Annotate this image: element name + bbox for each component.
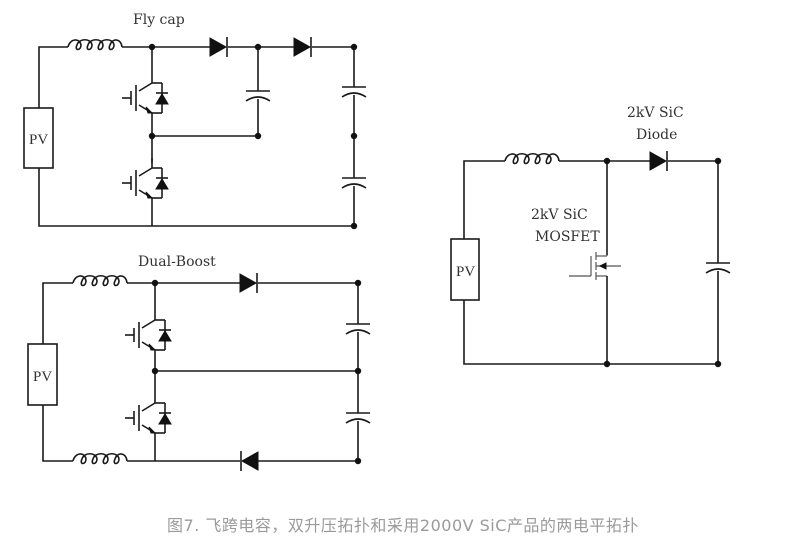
junction-node xyxy=(603,360,611,368)
dualboost-pv-label: PV xyxy=(33,369,52,385)
junction-node xyxy=(254,132,262,140)
diode-icon xyxy=(293,36,312,58)
wire xyxy=(463,160,505,239)
flycap-title: Fly cap xyxy=(133,12,185,28)
junction-node xyxy=(603,157,611,165)
junction-node xyxy=(148,132,156,140)
flycap-circuit: Fly cap PV xyxy=(23,12,367,230)
figure-caption: 图7. 飞跨电容，双升压拓扑和采用2000V SiC产品的两电平拓扑 xyxy=(167,516,639,535)
igbt-lower-icon xyxy=(121,157,169,209)
junction-node xyxy=(354,457,362,465)
igbt-lower-icon xyxy=(124,392,172,444)
junction-node xyxy=(354,367,362,375)
inductor-icon xyxy=(72,274,128,287)
junction-node xyxy=(148,43,156,51)
wire xyxy=(42,282,73,344)
flycap-pv-label: PV xyxy=(29,132,48,148)
diode-icon xyxy=(649,150,668,172)
junction-node xyxy=(714,360,722,368)
junction-node xyxy=(350,222,358,230)
diode-icon xyxy=(209,36,228,58)
junction-node xyxy=(354,279,362,287)
flycap-pv-source: PV xyxy=(23,107,54,169)
wire xyxy=(38,46,68,108)
wire xyxy=(463,300,718,365)
dualboost-title: Dual-Boost xyxy=(138,254,216,270)
twolevel-circuit: 2kV SiC Diode 2kV SiC MOSFET PV xyxy=(450,105,731,368)
inductor-icon xyxy=(72,452,128,465)
diode-reverse-icon xyxy=(240,450,259,472)
junction-node xyxy=(350,132,358,140)
inductor-icon xyxy=(67,38,123,51)
sic-mosfet-icon xyxy=(569,252,621,280)
dualboost-circuit: Dual-Boost PV xyxy=(27,254,371,472)
igbt-upper-icon xyxy=(124,309,172,361)
dualboost-pv-source: PV xyxy=(27,343,58,406)
igbt-upper-icon xyxy=(121,72,169,124)
inductor-icon xyxy=(504,152,560,165)
junction-node xyxy=(151,367,159,375)
wire xyxy=(38,168,354,227)
diode-label-line2: Diode xyxy=(636,127,677,143)
diode-icon xyxy=(239,272,258,294)
mosfet-label-line1: 2kV SiC xyxy=(531,207,588,223)
junction-node xyxy=(151,279,159,287)
junction-node xyxy=(714,157,722,165)
junction-node xyxy=(350,43,358,51)
mosfet-label-line2: MOSFET xyxy=(535,229,600,245)
twolevel-pv-source: PV xyxy=(450,238,480,301)
twolevel-pv-label: PV xyxy=(456,264,475,280)
diode-label-line1: 2kV SiC xyxy=(627,105,684,121)
wire xyxy=(42,405,73,462)
junction-node xyxy=(254,43,262,51)
